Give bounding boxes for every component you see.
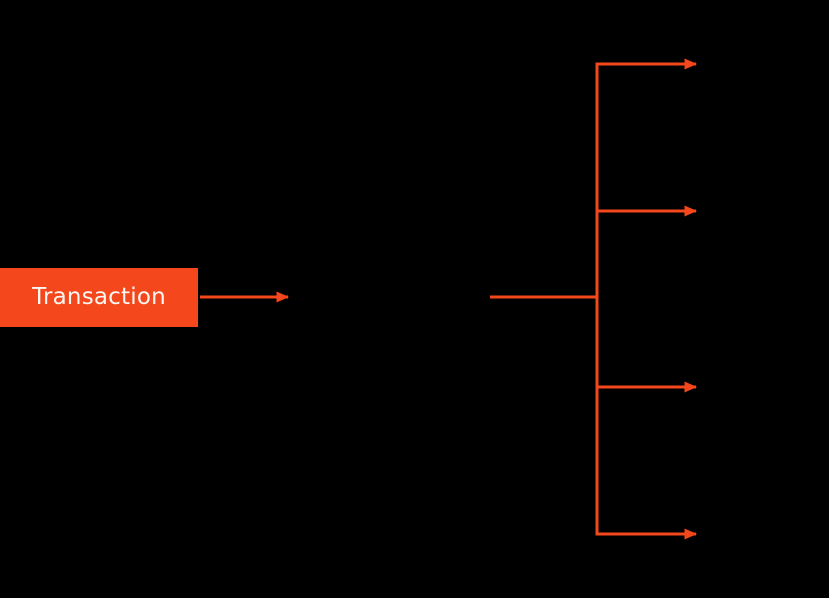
transaction-node[interactable]: Transaction <box>0 268 198 327</box>
transaction-node-label: Transaction <box>32 284 166 310</box>
